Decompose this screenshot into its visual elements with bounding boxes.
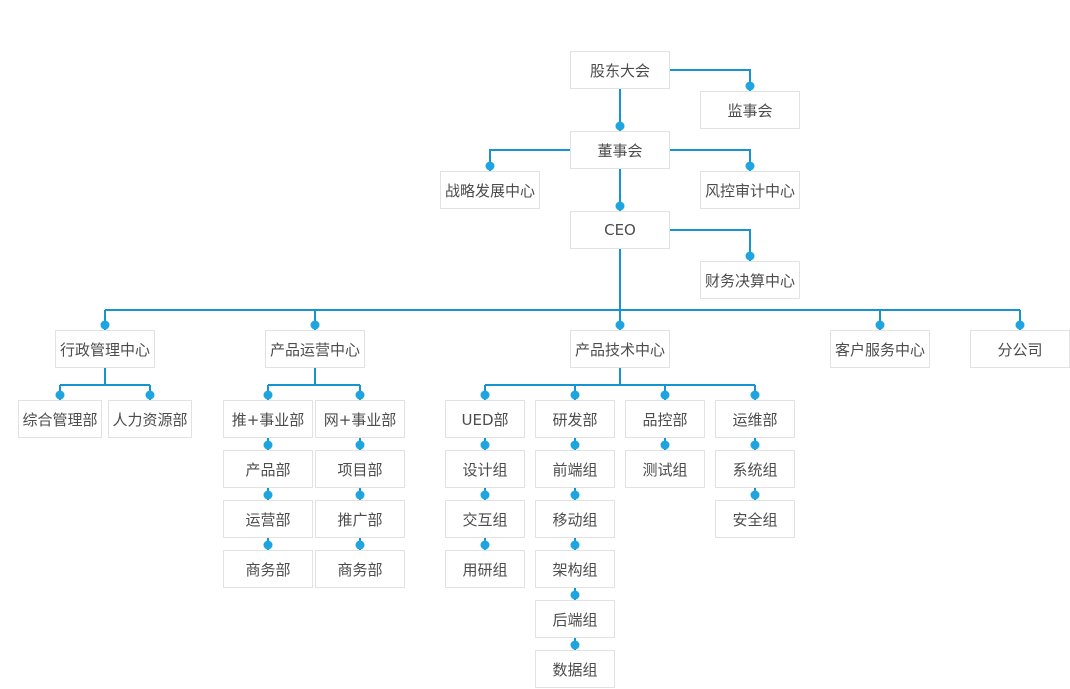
- connector-dot: [570, 490, 580, 500]
- node-product-operation-center: 产品运营中心: [265, 330, 365, 368]
- node-data-group: 数据组: [535, 650, 615, 688]
- node-mobile-group: 移动组: [535, 500, 615, 538]
- node-ceo: CEO: [570, 211, 670, 249]
- node-admin-mgmt-center: 行政管理中心: [55, 330, 155, 368]
- connector-dot: [100, 320, 110, 330]
- connector-dot: [660, 390, 670, 400]
- connector-dot: [750, 440, 760, 450]
- node-risk-audit-center: 风控审计中心: [700, 171, 800, 209]
- connector-dot: [660, 440, 670, 450]
- node-business-dept-right: 商务部: [315, 550, 405, 588]
- node-business-dept-left: 商务部: [223, 550, 313, 588]
- connector-dot: [55, 390, 65, 400]
- connector-dot: [355, 490, 365, 500]
- connector-dot: [745, 251, 755, 261]
- connector-dot: [480, 440, 490, 450]
- node-interaction-group: 交互组: [445, 500, 525, 538]
- connector-dot: [263, 440, 273, 450]
- node-tui-plus-division: 推+事业部: [223, 400, 313, 438]
- node-financial-settlement-center: 财务决算中心: [700, 261, 800, 299]
- node-product-tech-center: 产品技术中心: [570, 330, 670, 368]
- node-test-group: 测试组: [625, 450, 705, 488]
- node-board-of-directors: 董事会: [570, 131, 670, 169]
- connector-dot: [570, 590, 580, 600]
- node-project-dept: 项目部: [315, 450, 405, 488]
- connector-dot: [615, 201, 625, 211]
- connector-dot: [263, 540, 273, 550]
- node-om-dept: 运维部: [715, 400, 795, 438]
- node-promotion-dept: 推广部: [315, 500, 405, 538]
- connector-dot: [1015, 320, 1025, 330]
- node-branch-company: 分公司: [970, 330, 1070, 368]
- connector-dot: [615, 121, 625, 131]
- connector-dot: [485, 161, 495, 171]
- node-backend-group: 后端组: [535, 600, 615, 638]
- connector-dot: [263, 390, 273, 400]
- node-wang-plus-division: 网+事业部: [315, 400, 405, 438]
- node-user-research-group: 用研组: [445, 550, 525, 588]
- node-architecture-group: 架构组: [535, 550, 615, 588]
- connector-dot: [310, 320, 320, 330]
- node-strategic-dev-center: 战略发展中心: [440, 171, 540, 209]
- node-customer-service-center: 客户服务中心: [830, 330, 930, 368]
- node-shareholders-meeting: 股东大会: [570, 51, 670, 89]
- connector-dot: [263, 490, 273, 500]
- connector-dot: [570, 440, 580, 450]
- node-qc-dept: 品控部: [625, 400, 705, 438]
- connector-dot: [355, 540, 365, 550]
- node-frontend-group: 前端组: [535, 450, 615, 488]
- node-product-dept: 产品部: [223, 450, 313, 488]
- node-hr-dept: 人力资源部: [108, 400, 192, 438]
- connector-dot: [570, 390, 580, 400]
- node-supervisory-board: 监事会: [700, 91, 800, 129]
- connector-dot: [355, 440, 365, 450]
- connector-dot: [615, 320, 625, 330]
- node-system-group: 系统组: [715, 450, 795, 488]
- node-ued-dept: UED部: [445, 400, 525, 438]
- node-general-mgmt-dept: 综合管理部: [18, 400, 102, 438]
- connector-dot: [145, 390, 155, 400]
- connector-dot: [570, 540, 580, 550]
- connector-dot: [355, 390, 365, 400]
- connector-dot: [750, 490, 760, 500]
- connector-dot: [750, 390, 760, 400]
- node-rd-dept: 研发部: [535, 400, 615, 438]
- connector-dot: [570, 640, 580, 650]
- connector-dot: [745, 81, 755, 91]
- connector-dot: [480, 490, 490, 500]
- connector-dot: [745, 161, 755, 171]
- node-security-group: 安全组: [715, 500, 795, 538]
- connector-dot: [480, 390, 490, 400]
- node-design-group: 设计组: [445, 450, 525, 488]
- connector-dot: [875, 320, 885, 330]
- node-operation-dept: 运营部: [223, 500, 313, 538]
- connector-dot: [480, 540, 490, 550]
